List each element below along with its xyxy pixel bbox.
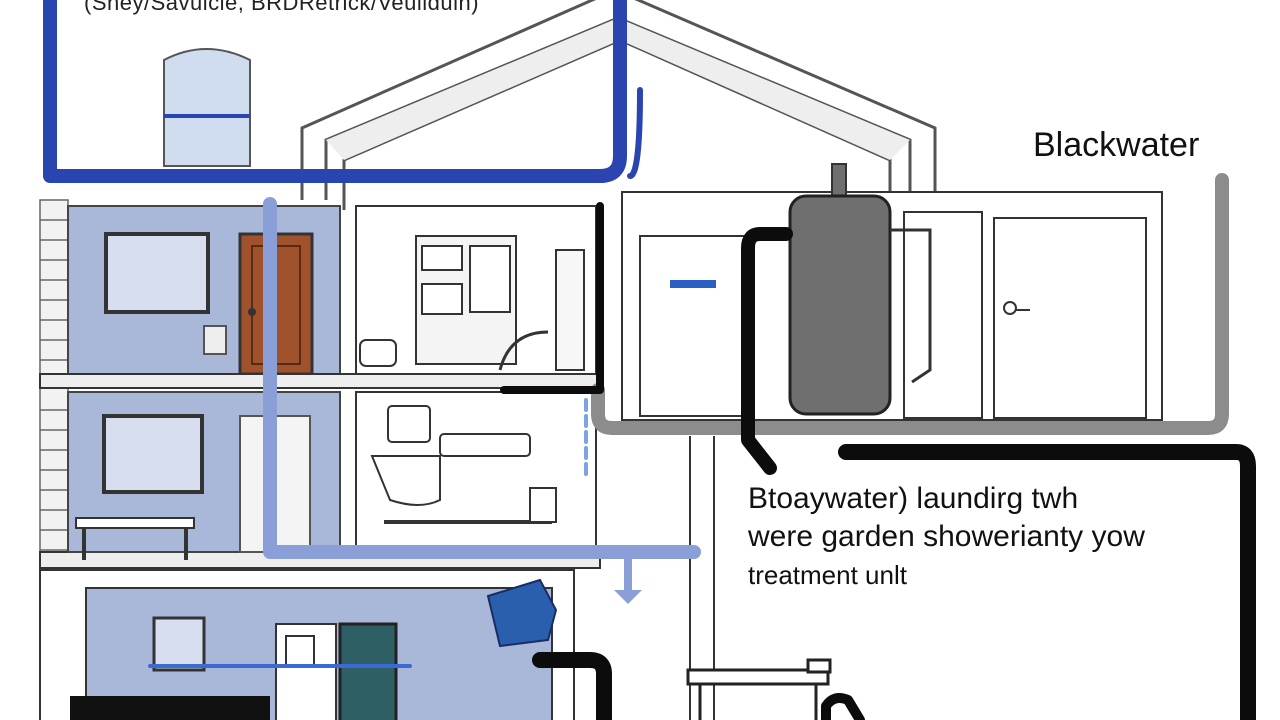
black-pipes bbox=[500, 202, 1256, 720]
basement bbox=[39, 569, 575, 720]
treatment-unit bbox=[686, 658, 832, 720]
blackwater-tank bbox=[788, 163, 932, 416]
upper-room bbox=[67, 205, 341, 376]
meter-bar bbox=[670, 280, 716, 288]
water-tank bbox=[163, 48, 251, 167]
grey-pipe bbox=[591, 173, 1229, 435]
window bbox=[104, 232, 210, 314]
blue-pipes bbox=[43, 0, 701, 668]
kitchen-room bbox=[355, 205, 597, 375]
greywater-label-line2: were garden showerianty yow bbox=[748, 520, 1145, 553]
top-caption: (Shey/Savuicle, BRDRetrick/Veullduih) bbox=[84, 0, 480, 15]
greywater-label-line1: Btoaywater) laundirg twh bbox=[748, 482, 1079, 515]
greywater-label-line3: treatment unlt bbox=[748, 560, 907, 590]
window bbox=[102, 414, 204, 494]
blackwater-label: Blackwater bbox=[1033, 126, 1200, 164]
greywater-label: Btoaywater) laundirg twh were garden sho… bbox=[748, 480, 1145, 594]
bathroom bbox=[355, 391, 597, 553]
middle-room bbox=[67, 391, 341, 560]
